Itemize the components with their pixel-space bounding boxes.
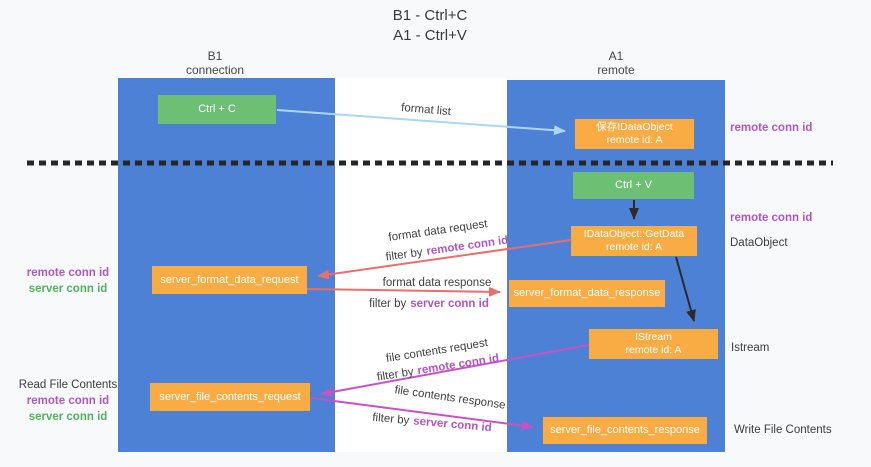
right-istream-label: Istream: [731, 342, 770, 354]
right-remote-conn-id-top: remote conn id: [730, 122, 813, 134]
left-format-conn-ids: remote conn id server conn id: [18, 265, 118, 297]
left-file-conn-ids: Read File Contents remote conn id server…: [18, 377, 118, 425]
box-server-format-data-response-label: server_format_data_response: [513, 287, 661, 299]
box-istream-line1: IStream: [635, 331, 672, 343]
left-remote-conn-id-label-2: remote conn id: [26, 395, 110, 407]
box-save-idataobject: 保存IDataObject remote id: A: [575, 119, 694, 149]
box-server-file-contents-request-label: server_file_contents_request: [159, 390, 301, 403]
right-column-heading: A1 remote: [541, 49, 691, 77]
box-server-file-contents-response: server_file_contents_response: [543, 417, 707, 444]
diagram-title: B1 - Ctrl+C A1 - Ctrl+V: [330, 6, 530, 46]
left-column-heading: B1 connection: [140, 49, 290, 77]
box-server-format-data-request: server_format_data_request: [152, 266, 307, 294]
box-istream: IStream remote id: A: [589, 329, 718, 359]
left-remote-conn-id-label: remote conn id: [26, 267, 110, 279]
box-idataobject-getdata-line1: IDataObject::GetData: [583, 228, 685, 240]
box-server-file-contents-request: server_file_contents_request: [150, 383, 310, 411]
box-istream-line2: remote id: A: [625, 344, 682, 356]
box-server-format-data-request-label: server_format_data_request: [160, 273, 299, 286]
right-column-name: A1: [608, 49, 624, 63]
filter-key-server-conn-id: server conn id: [410, 298, 489, 310]
title-line-2: A1 - Ctrl+V: [393, 27, 467, 44]
box-ctrl-c: Ctrl + C: [158, 95, 276, 124]
left-server-conn-id-label-2: server conn id: [28, 411, 108, 423]
box-idataobject-getdata: IDataObject::GetData remote id: A: [571, 226, 697, 256]
filter-prefix: filter by: [369, 298, 407, 310]
label-format-data-response: format data response: [382, 277, 492, 289]
title-line-1: B1 - Ctrl+C: [392, 7, 468, 24]
right-column-role: remote: [597, 63, 635, 77]
box-ctrl-c-label: Ctrl + C: [198, 103, 236, 115]
box-save-idataobject-line1: 保存IDataObject: [596, 121, 673, 133]
box-ctrl-v-label: Ctrl + V: [615, 179, 652, 191]
box-server-file-contents-response-label: server_file_contents_response: [550, 424, 700, 436]
right-remote-conn-id-ctrlv: remote conn id: [730, 212, 813, 224]
left-column-role: connection: [185, 63, 245, 77]
left-server-conn-id-label: server conn id: [28, 283, 108, 295]
left-column-name: B1: [207, 49, 223, 63]
write-file-contents-label: Write File Contents: [734, 424, 832, 436]
read-file-contents-label: Read File Contents: [18, 379, 118, 391]
box-idataobject-getdata-line2: remote id: A: [605, 241, 663, 253]
box-ctrl-v: Ctrl + V: [573, 172, 694, 199]
box-save-idataobject-line2: remote id: A: [606, 134, 663, 146]
box-server-format-data-response: server_format_data_response: [509, 280, 665, 307]
right-dataobject-label: DataObject: [730, 237, 788, 249]
